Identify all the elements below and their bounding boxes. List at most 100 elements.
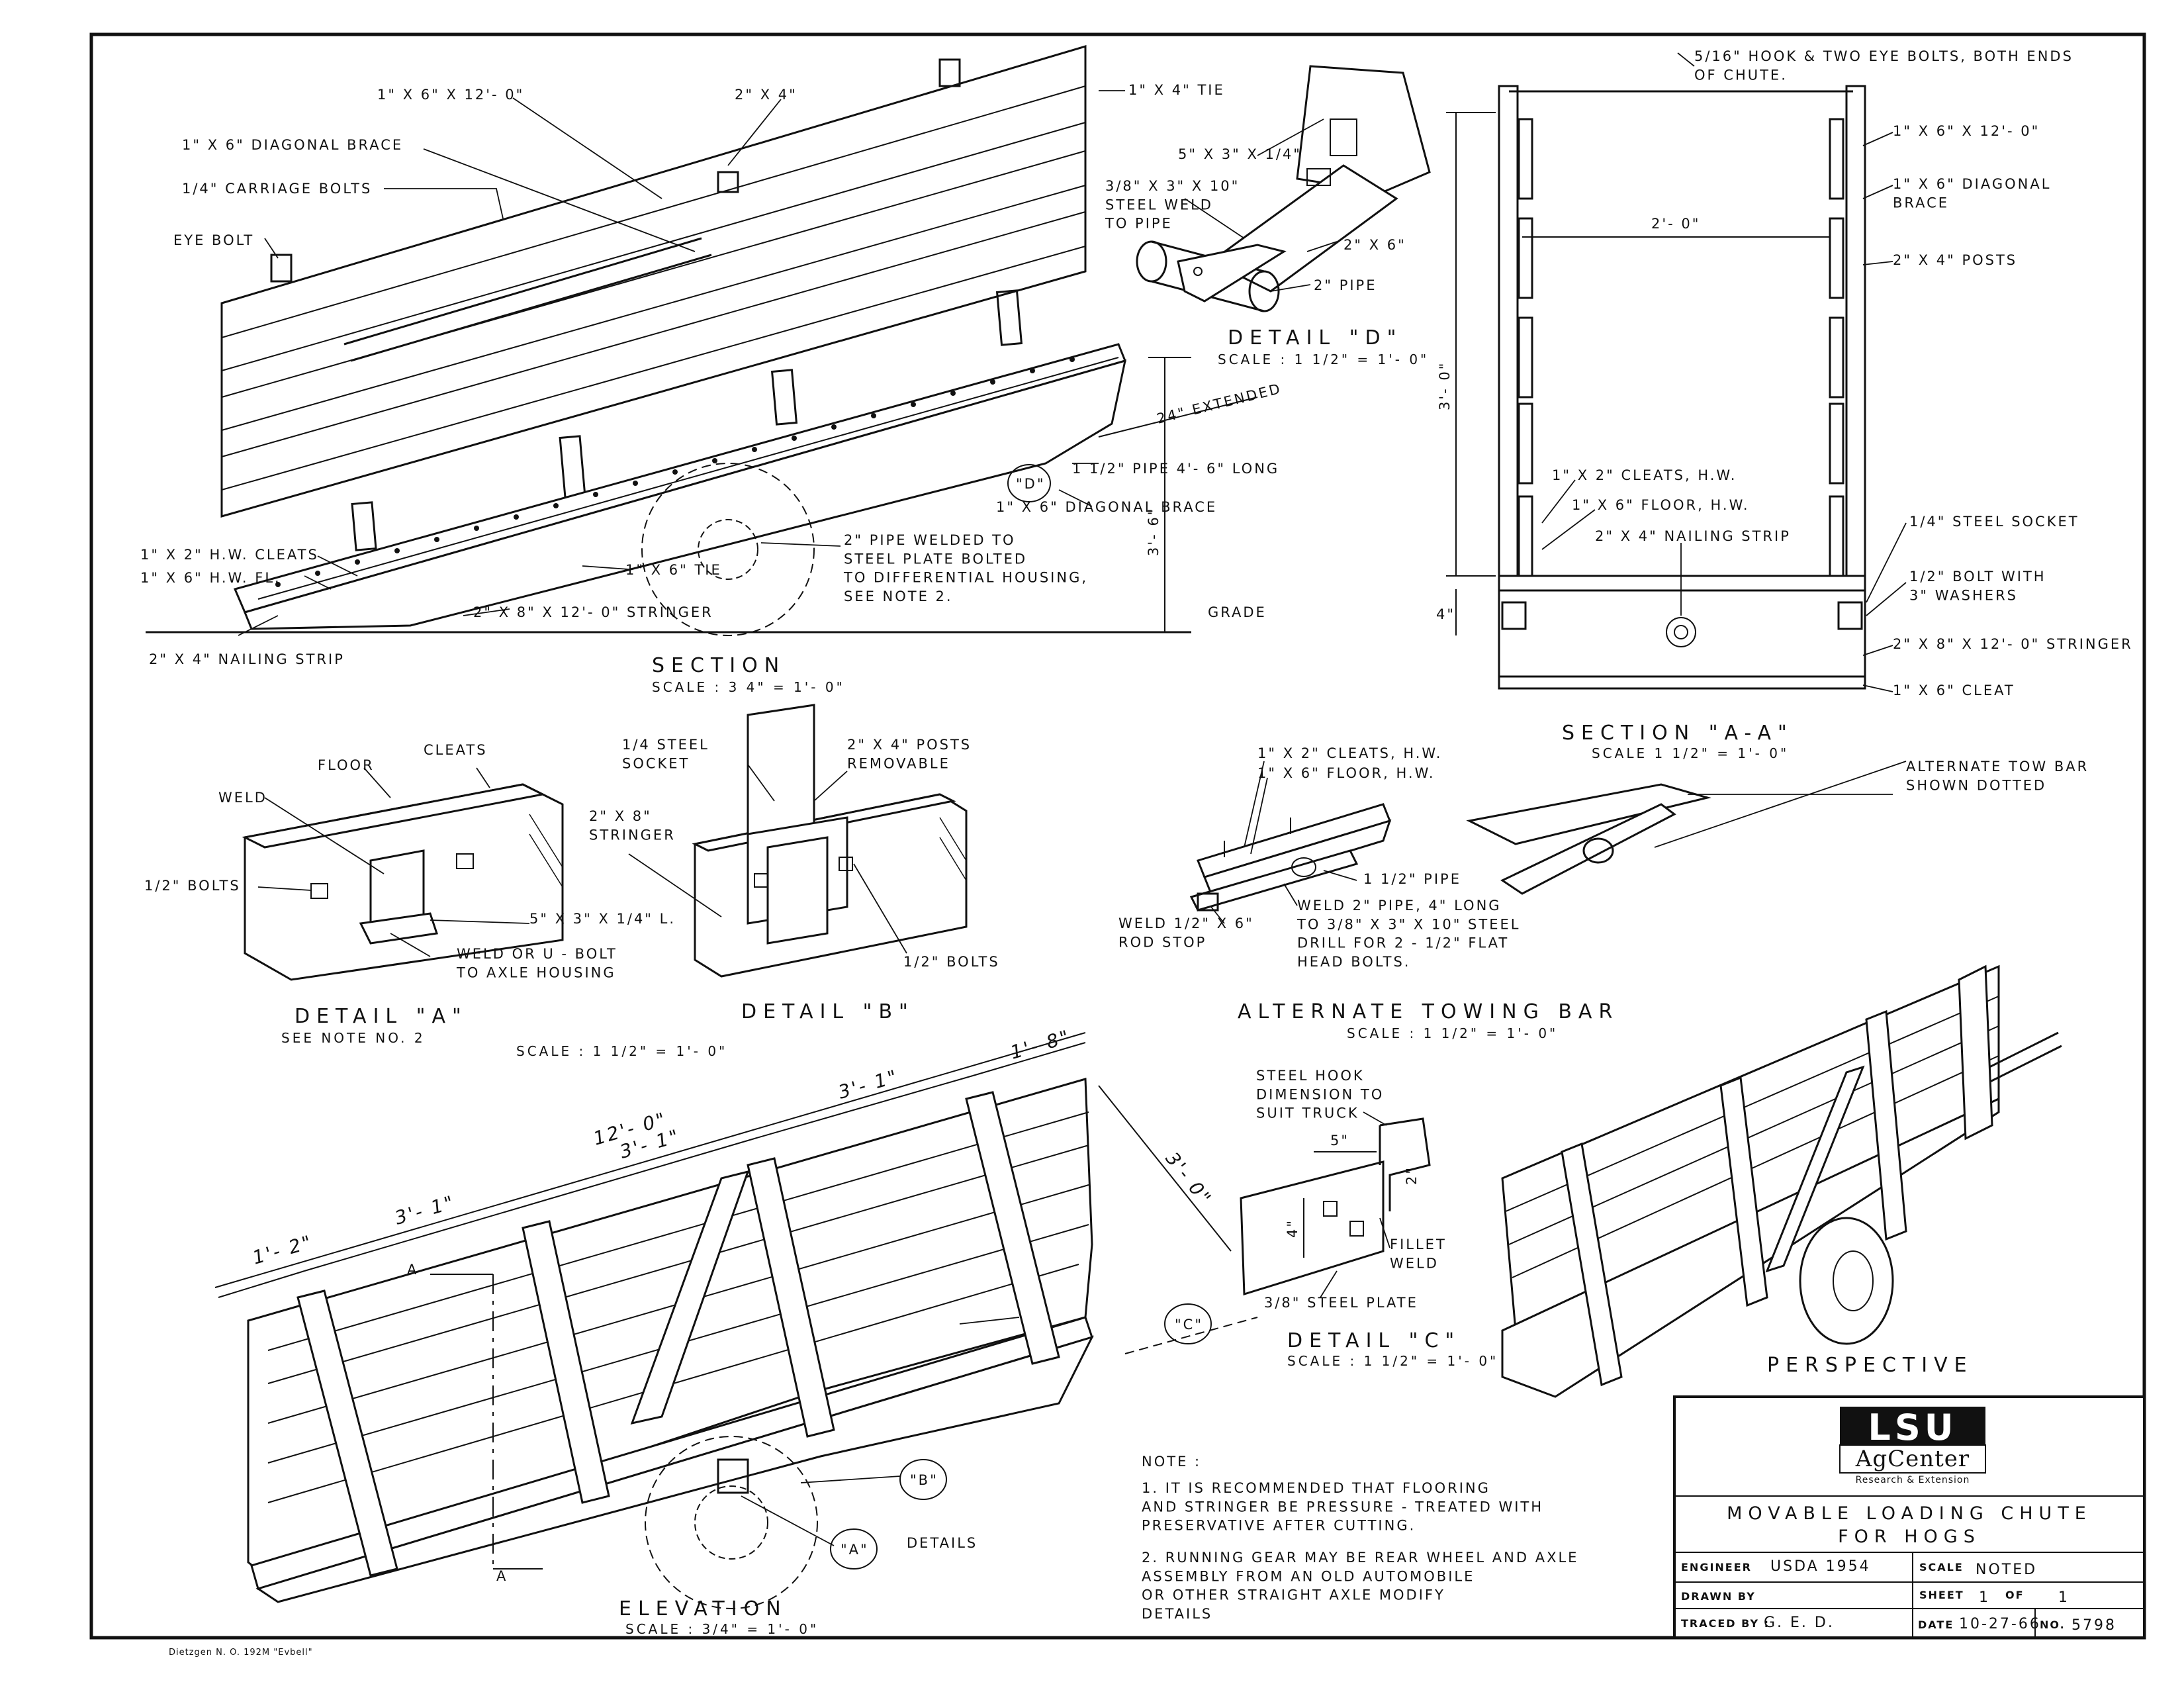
section-label-2x4: 2" X 4" bbox=[735, 87, 797, 103]
detail-a-label-weld: WELD bbox=[218, 790, 267, 806]
aa-label-height: 3'- 0" bbox=[1437, 361, 1453, 410]
section-callout-d: "D" bbox=[1016, 476, 1046, 492]
elev-dim-1-2: 1'- 2" bbox=[250, 1231, 316, 1268]
elev-callout-a-top: A bbox=[407, 1262, 418, 1278]
alternate-tow-sketch bbox=[1466, 761, 1907, 895]
elev-dim-1-8: 1'- 8" bbox=[1008, 1025, 1073, 1063]
section-label-diagonal-brace-2: 1" X 6" DIAGONAL BRACE bbox=[996, 499, 1217, 515]
elevation-title: ELEVATION bbox=[619, 1597, 788, 1620]
detail-c-scale: SCALE : 1 1/2" = 1'- 0" bbox=[1287, 1353, 1498, 1369]
detail-a-label-angle: 5" X 3" X 1/4" L. bbox=[529, 911, 676, 927]
no-value: 5798 bbox=[2071, 1617, 2116, 1634]
sheet-border bbox=[89, 32, 2146, 1640]
section-label-hw-cleats: 1" X 2" H.W. CLEATS bbox=[140, 547, 319, 563]
elevation-scale: SCALE : 3/4" = 1'- 0" bbox=[625, 1621, 819, 1637]
section-label-eye-bolt: EYE BOLT bbox=[173, 232, 254, 248]
detail-d-label-angle: 5" X 3" X 1/4" bbox=[1178, 146, 1302, 162]
section-label-stringer: 2" X 8" X 12'- 0" STRINGER bbox=[473, 604, 713, 620]
detail-a-note: SEE NOTE NO. 2 bbox=[281, 1030, 426, 1046]
section-scale: SCALE : 3 4" = 1'- 0" bbox=[652, 679, 845, 695]
detail-c-label-plate: 3/8" STEEL PLATE bbox=[1264, 1295, 1418, 1311]
elev-callout-c: "C" bbox=[1175, 1317, 1203, 1333]
section-label-hw-floor: 1" X 6" H.W. FL. bbox=[140, 570, 281, 586]
aa-label-floor: 1" X 6" FLOOR, H.W. bbox=[1572, 497, 1750, 513]
section-label-grade: GRADE bbox=[1208, 604, 1267, 620]
aa-scale: SCALE 1 1/2" = 1'- 0" bbox=[1592, 745, 1789, 761]
perspective-title: PERSPECTIVE bbox=[1767, 1354, 1974, 1377]
detail-a-label-bolts: 1/2" BOLTS bbox=[144, 878, 241, 894]
section-label-carriage-bolts: 1/4" CARRIAGE BOLTS bbox=[182, 181, 372, 197]
section-view: 1" X 6" X 12'- 0" 2" X 4" 1" X 4" TIE 1"… bbox=[140, 44, 1283, 695]
detail-a-label-cleats: CLEATS bbox=[424, 742, 488, 758]
detail-c-label-five: 5" bbox=[1330, 1133, 1349, 1149]
note-2: 2. RUNNING GEAR MAY BE REAR WHEEL AND AX… bbox=[1142, 1550, 1578, 1622]
section-label-height: 3'- 6" bbox=[1146, 507, 1161, 556]
aa-label-width: 2'- 0" bbox=[1651, 216, 1700, 232]
elev-callout-a: "A" bbox=[841, 1542, 869, 1558]
towing-bar-view: 1" X 2" CLEATS, H.W. 1" X 6" FLOOR, H.W.… bbox=[1118, 745, 1619, 1041]
detail-a-label-floor: FLOOR bbox=[318, 757, 375, 773]
aa-label-posts: 2" X 4" POSTS bbox=[1893, 252, 2017, 268]
shared-scale: SCALE : 1 1/2" = 1'- 0" bbox=[516, 1043, 727, 1059]
detail-a-title: DETAIL "A" bbox=[295, 1005, 468, 1028]
elev-dim-3-1-a: 3'- 1" bbox=[836, 1065, 901, 1103]
elev-callout-a-bottom: A bbox=[496, 1568, 508, 1584]
logo-main: LSU bbox=[1868, 1407, 1957, 1448]
tow-label-floor: 1" X 6" FLOOR, H.W. bbox=[1257, 765, 1435, 781]
sheet-value: 1 bbox=[1979, 1589, 1990, 1606]
detail-d-view: 5" X 3" X 1/4" 3/8" X 3" X 10"STEEL WELD… bbox=[1105, 65, 1431, 367]
aa-label-four-in: 4" bbox=[1436, 606, 1455, 622]
engineer-label: ENGINEER bbox=[1681, 1561, 1752, 1573]
detail-d-label-board: 2" X 6" bbox=[1343, 237, 1406, 253]
traced-label: TRACED BY : bbox=[1681, 1617, 1770, 1630]
detail-c-label-four: 4" bbox=[1285, 1219, 1300, 1238]
notes-heading: NOTE : bbox=[1142, 1454, 1201, 1470]
section-label-diagonal-brace: 1" X 6" DIAGONAL BRACE bbox=[182, 137, 403, 153]
elev-dim-3-1-c: 3'- 1" bbox=[392, 1191, 458, 1229]
drawn-label: DRAWN BY bbox=[1681, 1590, 1756, 1603]
detail-a-view: CLEATS FLOOR WELD 1/2" BOLTS 5" X 3" X 1… bbox=[144, 742, 676, 1046]
aa-label-socket: 1/4" STEEL SOCKET bbox=[1909, 514, 2079, 530]
detail-c-label-two: 2" bbox=[1404, 1166, 1420, 1185]
aa-title: SECTION "A-A" bbox=[1562, 722, 1794, 745]
engineer-value: USDA 1954 bbox=[1770, 1558, 1871, 1575]
tow-title: ALTERNATE TOWING BAR bbox=[1238, 1000, 1619, 1023]
logo-tag: Research & Extension bbox=[1856, 1475, 1970, 1485]
logo-sub: AgCenter bbox=[1855, 1446, 1970, 1472]
aa-label-cleats: 1" X 2" CLEATS, H.W. bbox=[1552, 467, 1737, 483]
traced-value: G. E. D. bbox=[1764, 1615, 1835, 1631]
section-label-tie: 1" X 4" TIE bbox=[1128, 82, 1225, 98]
aa-label-cleat: 1" X 6" CLEAT bbox=[1893, 682, 2015, 698]
elev-callout-b: "B" bbox=[910, 1472, 938, 1488]
scale-value: NOTED bbox=[1976, 1562, 2037, 1578]
tow-label-rod-stop: WELD 1/2" X 6"ROD STOP bbox=[1118, 915, 1254, 950]
sheet-label: SHEET bbox=[1919, 1589, 1964, 1601]
section-title: SECTION bbox=[652, 654, 786, 677]
detail-d-scale: SCALE : 1 1/2" = 1'- 0" bbox=[1218, 352, 1429, 367]
section-label-nailing-strip: 2" X 4" NAILING STRIP bbox=[149, 651, 345, 667]
of-label: OF bbox=[2005, 1589, 2025, 1601]
tow-scale: SCALE : 1 1/2" = 1'- 0" bbox=[1347, 1025, 1558, 1041]
elev-dim-3-0: 3'- 0" bbox=[1161, 1148, 1216, 1210]
elev-details-label: DETAILS bbox=[907, 1535, 978, 1551]
no-label: NO. bbox=[2040, 1618, 2066, 1631]
detail-d-label-pipe: 2" PIPE bbox=[1314, 277, 1377, 293]
title-block: LSU AgCenter Research & Extension MOVABL… bbox=[1673, 1395, 2146, 1639]
detail-b-label-stringer: 2" X 8"STRINGER bbox=[589, 808, 676, 843]
date-label: DATE bbox=[1918, 1618, 1954, 1631]
perspective-view: PERSPECTIVE bbox=[1501, 964, 2062, 1398]
drawing-title-line1: MOVABLE LOADING CHUTE bbox=[1727, 1503, 2092, 1524]
aa-label-side-board: 1" X 6" X 12'- 0" bbox=[1893, 123, 2040, 139]
